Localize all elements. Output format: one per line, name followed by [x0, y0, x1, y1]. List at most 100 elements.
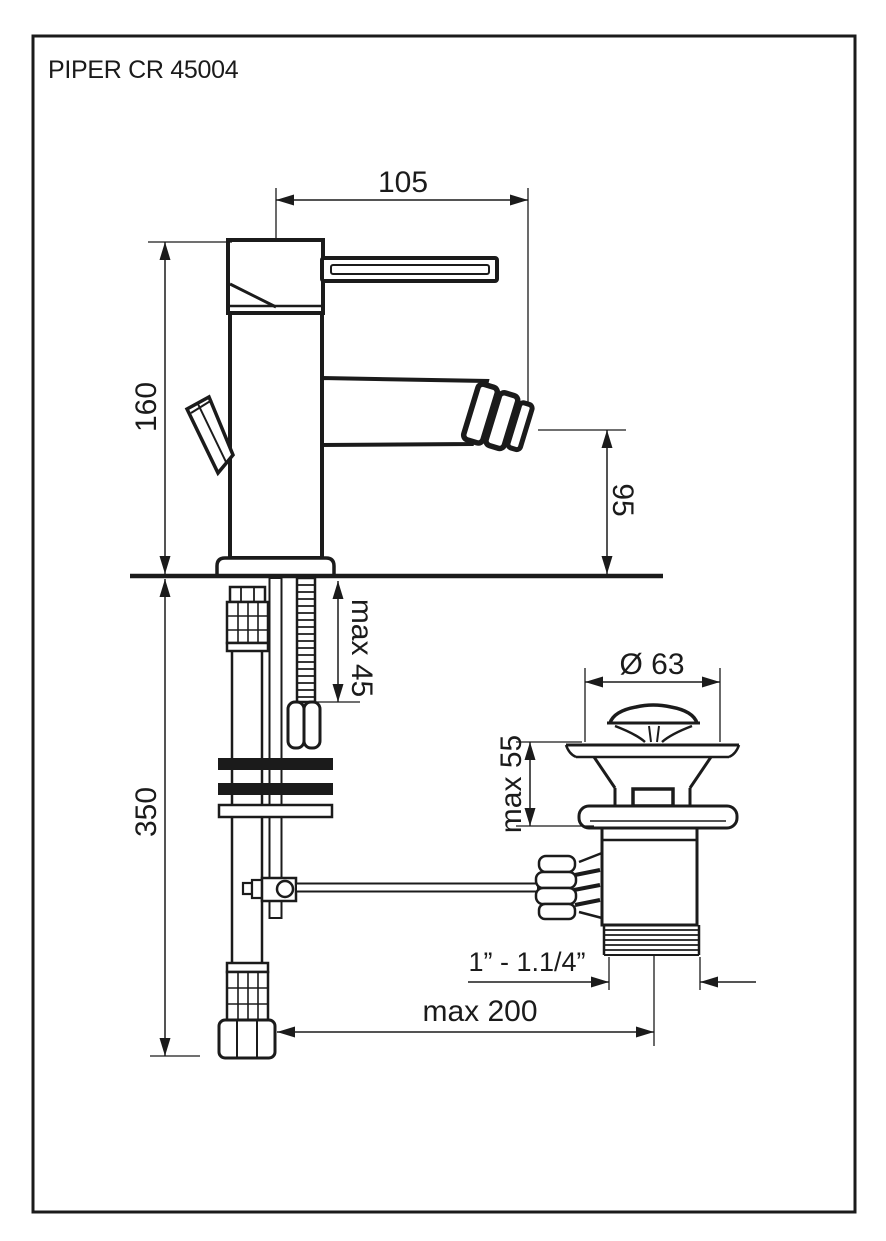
waste-plug — [607, 703, 700, 743]
arrowhead — [332, 684, 344, 702]
faucet — [184, 188, 535, 578]
clamp-screw — [275, 879, 295, 899]
hose-collar — [225, 641, 270, 653]
dim-label-thread: 1” - 1.1/4” — [468, 947, 585, 977]
side-nozzle-cap — [190, 399, 213, 414]
rod-linkage — [241, 876, 539, 903]
dim-label-95: 95 — [606, 483, 639, 516]
dim-label-105: 105 — [378, 166, 428, 199]
dim-deck-thickness — [292, 581, 360, 703]
dim-body-height — [148, 241, 232, 574]
clamp-stub — [250, 878, 264, 900]
dim-label-max45: max 45 — [345, 599, 378, 697]
gasket-bar — [218, 758, 333, 770]
pop-up-rod — [268, 577, 283, 919]
plug-stem — [648, 725, 652, 743]
dimensions — [148, 188, 756, 1057]
mounting-nut-lobe — [302, 700, 322, 750]
faucet-spout — [320, 375, 535, 453]
horizontal-rod — [295, 882, 539, 893]
waste-body — [534, 826, 701, 1046]
knob-lobe — [537, 854, 577, 874]
dim-under-counter-length — [150, 579, 200, 1057]
plug-stem — [656, 725, 660, 743]
aerator-slot — [471, 415, 484, 432]
faucet-cap-seam — [229, 282, 277, 309]
arrowhead — [277, 1026, 295, 1038]
dim-spout-reach — [276, 188, 529, 403]
arrowhead — [636, 1026, 654, 1038]
dim-spout-height — [538, 429, 626, 574]
waste-body-outline — [600, 826, 699, 927]
arrowhead — [591, 976, 609, 988]
dim-waste-thread — [468, 957, 756, 990]
knob-rib — [573, 883, 601, 892]
dim-label-max55: max 55 — [495, 735, 528, 833]
arrowhead — [159, 1038, 171, 1056]
hose-nut-bottom — [217, 1018, 277, 1060]
dimension-labels: 105 160 95 max 45 350 Ø 63 max 55 1” - 1… — [130, 166, 685, 1028]
dim-label-max200: max 200 — [422, 995, 537, 1028]
waste-flange — [577, 804, 739, 830]
washer-plate — [217, 803, 334, 819]
arrowhead — [510, 194, 528, 206]
hose-nut-top — [228, 585, 267, 604]
knob-lobe — [537, 902, 577, 921]
pop-up-waste — [534, 703, 741, 1046]
plug-stem-side — [614, 724, 646, 743]
dim-flange-diameter — [584, 668, 721, 742]
plug-dome — [608, 703, 699, 724]
knob-cone — [578, 910, 603, 920]
arrowhead — [601, 556, 613, 574]
page-border — [31, 34, 857, 1214]
mounting-nut-lobe — [286, 700, 306, 750]
knob-rib — [574, 868, 601, 877]
arrowhead — [702, 676, 720, 688]
aerator-slot — [492, 422, 505, 439]
overflow-window — [631, 787, 675, 808]
funnel-rim-end — [564, 744, 577, 759]
dim-label-d63: Ø 63 — [619, 648, 684, 681]
arrowhead — [159, 242, 171, 260]
arrowhead — [524, 742, 536, 760]
supply-hose — [217, 585, 277, 1060]
spout-aerator — [460, 381, 535, 453]
hose-collar — [225, 961, 270, 974]
arrowhead — [332, 581, 344, 599]
arrowhead — [700, 976, 718, 988]
arrowhead — [524, 808, 536, 826]
arrowhead — [276, 194, 294, 206]
funnel-cone — [592, 756, 617, 789]
arrowhead — [585, 676, 603, 688]
stud-threads — [297, 584, 315, 698]
dim-rod-reach — [277, 1026, 654, 1038]
page-title: PIPER CR 45004 — [48, 56, 239, 84]
funnel-rim-end — [728, 744, 741, 759]
waste-funnel — [564, 743, 741, 830]
arrowhead — [601, 430, 613, 448]
side-nozzle — [184, 394, 236, 477]
funnel-cone — [688, 756, 713, 789]
dim-waste-top-height — [516, 741, 594, 827]
knob-lobe — [534, 886, 578, 906]
adjuster-knob — [534, 854, 578, 921]
dim-label-160: 160 — [130, 382, 163, 432]
knob-lobe — [534, 870, 578, 890]
faucet-handle — [320, 256, 499, 283]
arrowhead — [159, 556, 171, 574]
waste-threads — [602, 925, 701, 956]
base-escutcheon — [215, 556, 336, 578]
side-nozzle-seam — [197, 403, 227, 463]
aerator-band — [505, 400, 535, 453]
dim-label-350: 350 — [130, 787, 163, 837]
fixing-stud — [286, 576, 322, 750]
arrowhead — [159, 579, 171, 597]
faucet-cap — [226, 238, 325, 315]
handle-inner — [330, 264, 490, 275]
faucet-body — [228, 311, 324, 560]
clamp-stub — [241, 881, 254, 896]
knob-cone — [578, 851, 603, 864]
knob-rib — [574, 898, 601, 907]
